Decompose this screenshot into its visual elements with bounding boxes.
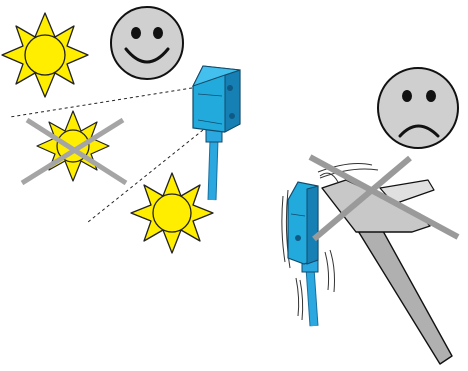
sad-face-icon bbox=[377, 67, 459, 149]
x-mark-icon-sun bbox=[20, 117, 128, 186]
photoelectric-sensor-icon-knocked bbox=[281, 172, 339, 327]
smiley-face-icon bbox=[110, 6, 184, 80]
sun-icon-crossed bbox=[36, 110, 110, 182]
x-mark-icon-hammer bbox=[308, 154, 460, 242]
hammer-icon bbox=[317, 163, 453, 365]
sun-icon-top-left bbox=[1, 12, 89, 98]
light-beam-lines bbox=[9, 86, 204, 223]
photoelectric-sensor-icon-upright bbox=[192, 65, 241, 201]
sun-icon-bottom bbox=[130, 172, 214, 254]
